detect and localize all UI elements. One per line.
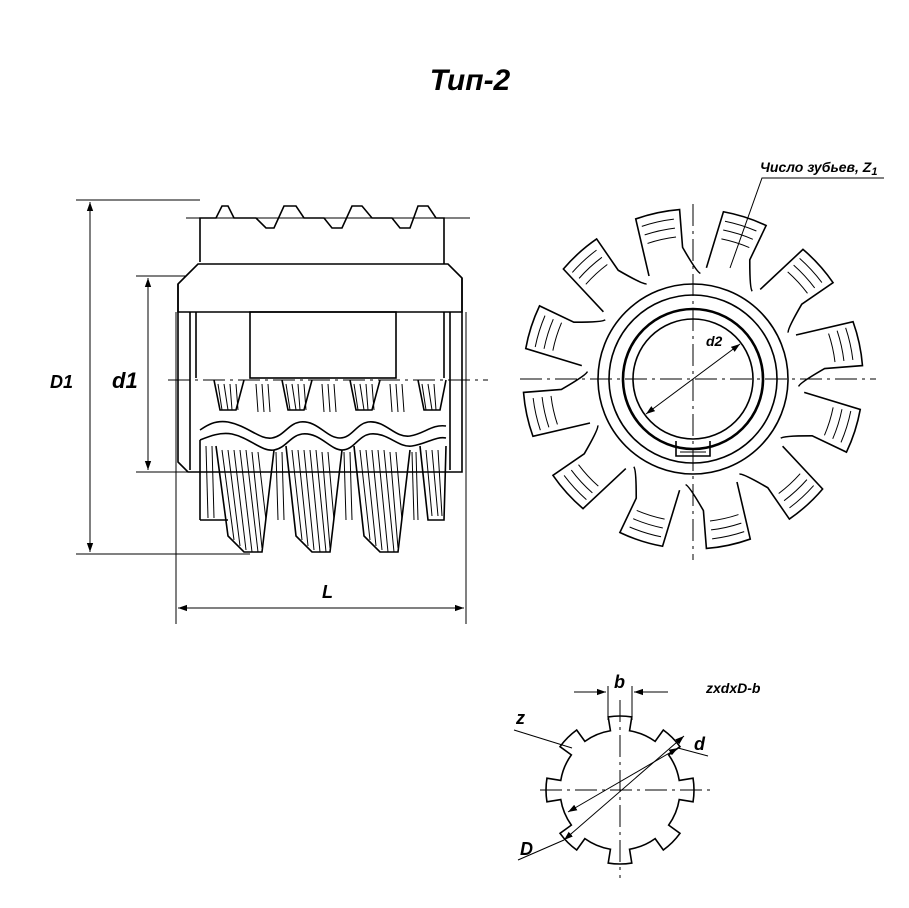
lower-teeth (199, 440, 447, 553)
gear-tooth-detail (647, 236, 677, 244)
z-leader (513, 729, 573, 749)
gear-tooth-detail (534, 315, 546, 348)
z-label: z (515, 708, 525, 728)
gear-tooth-detail (721, 238, 750, 249)
gear-tooth (780, 391, 862, 454)
d-label: d (694, 734, 706, 754)
body-outline (177, 278, 463, 473)
teeth-count-label: Число зубьев, Z1 (760, 159, 877, 178)
gear-tooth-detail (578, 464, 599, 487)
gear-tooth (618, 466, 681, 548)
gear-tooth-detail (787, 271, 808, 294)
gear-tooth-detail (789, 485, 815, 509)
gear-tooth-detail (799, 257, 823, 283)
L-label: L (322, 582, 333, 602)
gear-tooth (759, 248, 835, 333)
gear-tooth-detail (541, 396, 550, 428)
gear-tooth-detail (585, 264, 608, 285)
gear-tooth-detail (836, 330, 845, 362)
gear-tooth-detail (571, 249, 597, 273)
b-label: b (614, 672, 625, 692)
gear-tooth (685, 481, 752, 550)
gear-tooth-detail (778, 473, 801, 494)
gear-tooth-detail (710, 522, 742, 531)
d2-label: d2 (706, 333, 723, 349)
d1-label: d1 (112, 368, 138, 393)
hob-front-view: d2 Число зубьев, Z1 (520, 159, 884, 560)
D-leader (517, 839, 565, 861)
gear-tooth-detail (636, 509, 665, 520)
D-dimension-line (563, 735, 685, 841)
gear-tooth-detail (578, 256, 603, 279)
gear-tooth-detail (570, 469, 593, 494)
thread-wave (199, 420, 447, 439)
upper-teeth (213, 379, 447, 413)
gear-tooth-detail (632, 518, 663, 529)
gear-tooth-detail (840, 410, 852, 443)
teeth-count-leader (729, 177, 884, 269)
gear-tooth-detail (552, 322, 563, 351)
bore-keyway (249, 311, 397, 379)
gear-tooth-detail (709, 514, 739, 522)
gear-tooth (522, 371, 591, 438)
gear-tooth (705, 210, 768, 292)
hub-section (177, 263, 463, 313)
gear-tooth (524, 304, 606, 367)
gear-tooth (551, 425, 627, 510)
spline-formula: zxdxD-b (705, 680, 761, 696)
gear-tooth-detail (563, 475, 587, 501)
gear-tooth-detail (641, 218, 674, 227)
d-dimension-line (567, 747, 679, 813)
gear-tooth-detail (832, 409, 843, 440)
gear-tooth (634, 208, 701, 277)
gear-tooth-detail (823, 407, 834, 436)
teeth-count-sub: 1 (871, 166, 877, 178)
gear-tooth-detail (532, 398, 541, 431)
gear-tooth-detail (783, 479, 808, 502)
gear-teeth (522, 208, 864, 550)
gear-tooth-detail (644, 227, 676, 236)
gear-tooth-detail (828, 333, 836, 363)
gear-tooth-detail (629, 526, 662, 538)
gear-tooth-detail (543, 318, 554, 349)
top-tooth-profile (199, 205, 445, 264)
teeth-count-text: Число зубьев, Z (760, 159, 872, 175)
gear-tooth-detail (845, 327, 854, 360)
spline-section: b zxdxD-b z d D (513, 672, 761, 878)
gear-tooth-detail (712, 531, 745, 540)
hob-side-view: D1 d1 L (50, 199, 488, 624)
gear-tooth (795, 320, 864, 387)
gear-tooth-detail (793, 264, 816, 289)
gear-tooth-detail (723, 229, 754, 240)
gear-tooth (739, 445, 824, 521)
gear-tooth (562, 237, 647, 313)
D1-label: D1 (50, 372, 73, 392)
D-label: D (520, 839, 533, 859)
gear-tooth-detail (724, 220, 757, 232)
d2-dimension-line (645, 343, 741, 415)
drawing-title: Тип-2 (430, 64, 511, 97)
gear-tooth-detail (550, 395, 558, 425)
